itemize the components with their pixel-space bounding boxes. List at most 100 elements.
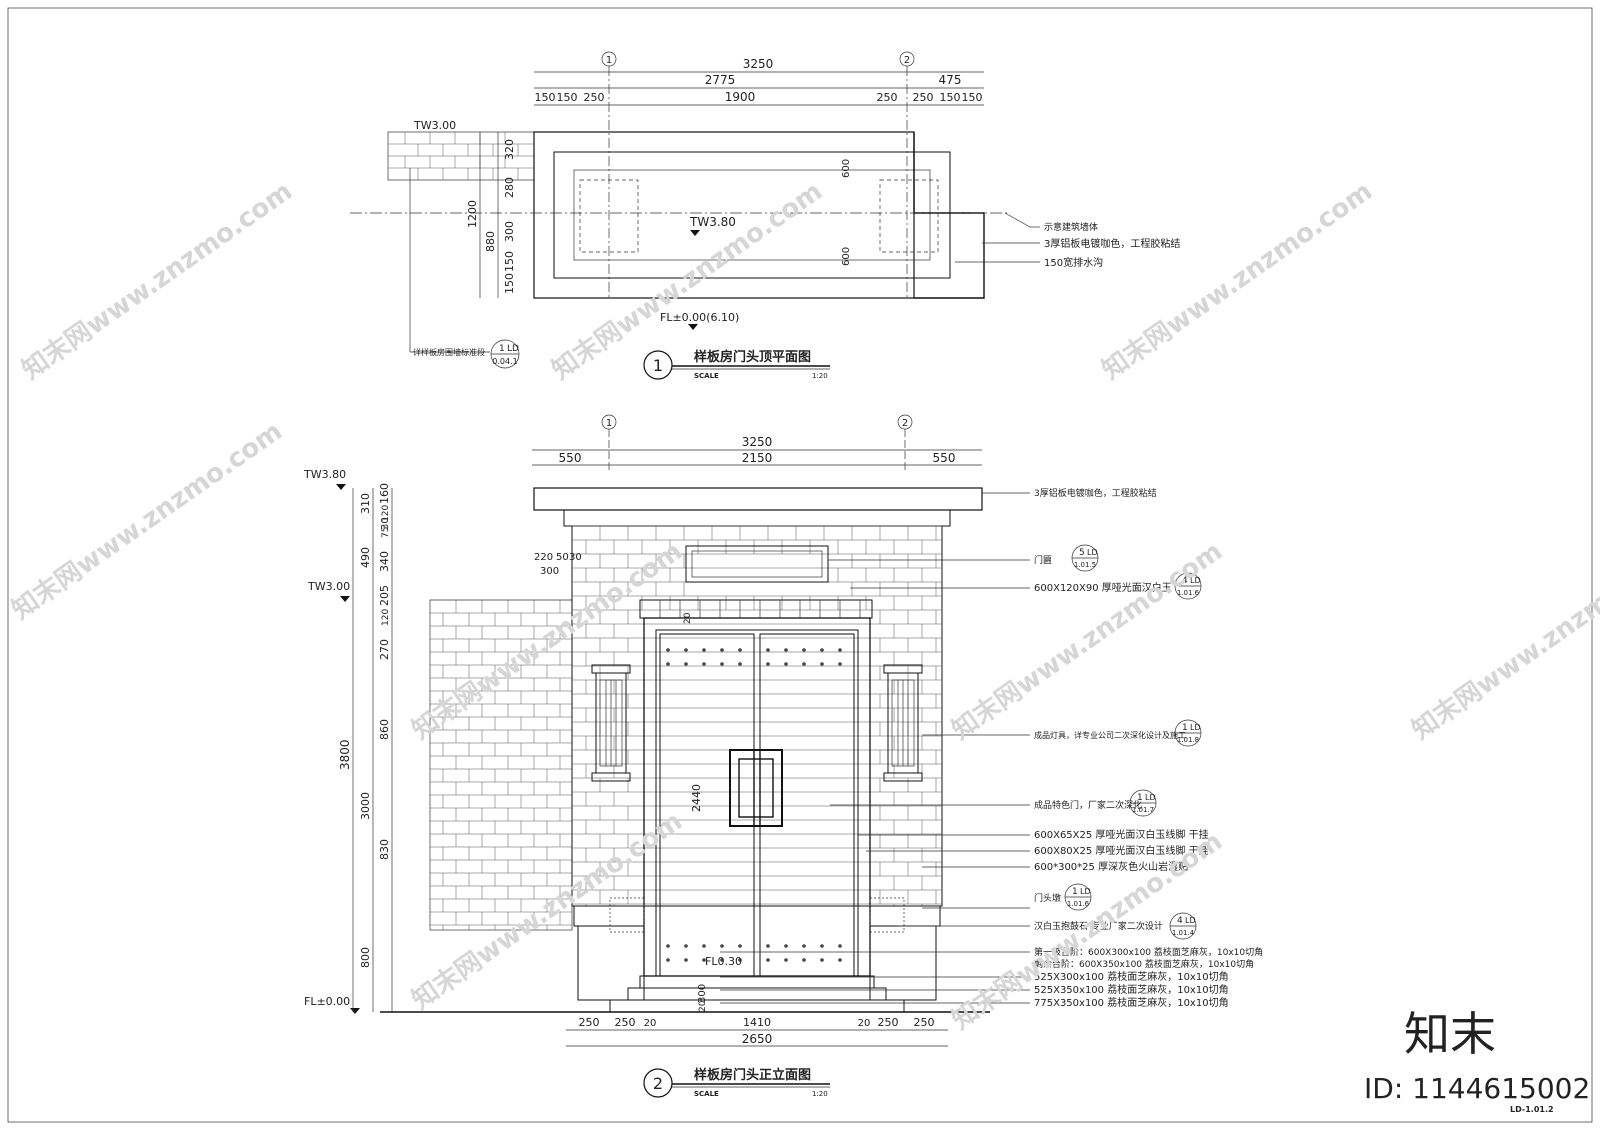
elev-small-120b: 120 — [381, 609, 391, 626]
elevation-view: 1 2 3250 550 2150 550 — [303, 414, 1263, 1098]
id-text: ID: 1144615002 — [1364, 1072, 1590, 1105]
plan-note-drain: 150宽排水沟 — [1044, 256, 1103, 269]
elev-bot-20b: 20 — [858, 1018, 871, 1029]
elev-step-3 — [609, 999, 905, 1013]
plan-title: 样板房门头顶平面图 — [694, 349, 811, 365]
plan-dim-880: 880 — [484, 231, 497, 252]
elev-left-3000: 3000 — [359, 792, 372, 820]
elev-left-830: 830 — [378, 839, 391, 860]
plan-fl: FL±0.00(6.10) — [660, 311, 739, 324]
elev-step-note-2: 剩余台阶：600X350x100 荔枝面芝麻灰，10x10切角 — [1034, 958, 1254, 970]
elev-canopy-slab — [533, 487, 983, 511]
svg-text:知末网www.znzmo.com: 知末网www.znzmo.com — [17, 176, 298, 385]
elev-dim-3800: 3800 — [338, 739, 352, 770]
elev-bot-total: 2650 — [742, 1032, 773, 1046]
elev-lamp-right — [883, 664, 923, 782]
elev-note-basalt: 600*300*25 厚深灰色火山岩湿贴 — [1034, 860, 1188, 873]
elev-lamp-left — [591, 664, 631, 782]
svg-text:1.01.6: 1.01.6 — [1177, 589, 1200, 597]
plan-dim-150a: 150 — [535, 91, 556, 104]
elev-note-alu: 3厚铝板电镀咖色，工程胶粘结 — [1034, 487, 1157, 499]
elev-left-160: 160 — [378, 483, 391, 504]
elev-step-note-5: 775X350x100 荔枝面芝麻灰，10x10切角 — [1034, 996, 1229, 1009]
elev-dim-550b: 550 — [933, 451, 956, 465]
plan-left-150a: 150 — [503, 251, 516, 272]
svg-text:LD: LD — [1080, 887, 1091, 896]
elev-bot-20a: 20 — [644, 1018, 657, 1029]
elev-left-310: 310 — [359, 493, 372, 514]
plan-inner-600b: 600 — [841, 247, 852, 266]
elev-step-note-4: 525X350x100 荔枝面芝麻灰，10x10切角 — [1034, 983, 1229, 996]
elev-small-220: 220 — [534, 552, 553, 563]
sheet-border — [7, 7, 1593, 1123]
elev-small-50: 50 — [556, 552, 569, 563]
plan-dim-1900: 1900 — [725, 90, 756, 104]
elev-left-30: 30 — [380, 517, 391, 530]
elev-bot-1410: 1410 — [743, 1016, 771, 1029]
plan-scale: 1:20 — [812, 372, 828, 380]
plan-note-wall: 示意建筑墙体 — [1044, 221, 1098, 233]
elev-door-handle[interactable] — [729, 749, 783, 827]
svg-text:LD: LD — [1190, 576, 1201, 585]
elev-small-30: 30 — [569, 552, 582, 563]
elev-grid-1: 1 — [606, 418, 612, 429]
elev-left-490: 490 — [359, 547, 372, 568]
elev-door-frame — [643, 617, 871, 977]
plan-canopy-outer — [533, 131, 915, 299]
svg-text:1: 1 — [1072, 887, 1078, 897]
plan-dim-total: 3250 — [743, 57, 774, 71]
elev-bot-250d: 250 — [914, 1016, 935, 1029]
plan-tw-wall: TW3.00 — [413, 119, 456, 132]
plan-ref-tag: LD — [507, 344, 519, 354]
plan-inner-600a: 600 — [841, 159, 852, 178]
elev-base-right — [869, 905, 941, 927]
elev-note-trim65: 600X65X25 厚哑光面汉白玉线脚 干挂 — [1034, 828, 1209, 841]
svg-text:知末网www.znzmo.com: 知末网www.znzmo.com — [1097, 176, 1378, 385]
svg-text:4: 4 — [1182, 576, 1188, 586]
plan-dim-150d: 150 — [962, 91, 983, 104]
sheet-number: LD-1.01.2 — [1510, 1105, 1554, 1114]
elev-dim-2150: 2150 — [742, 451, 773, 465]
elev-door-leaf-left[interactable] — [659, 633, 755, 977]
elev-bot-250b: 250 — [615, 1016, 636, 1029]
elev-canopy-fascia — [563, 509, 951, 527]
plan-canopy-inner — [573, 169, 931, 261]
plan-dim-1200: 1200 — [466, 200, 479, 228]
plan-scale-label: SCALE — [694, 372, 719, 380]
plan-dim-475: 475 — [939, 73, 962, 87]
elev-left-270: 270 — [378, 639, 391, 660]
svg-text:知末网www.znzmo.com: 知末网www.znzmo.com — [407, 806, 688, 1015]
plan-dim-250c: 250 — [913, 91, 934, 104]
elev-title-num: 2 — [653, 1074, 663, 1093]
plan-ref-num: 1 — [499, 344, 505, 354]
svg-text:知末网www.znzmo.com: 知末网www.znzmo.com — [1407, 536, 1600, 745]
elev-bot-250a: 250 — [579, 1016, 600, 1029]
watermark-layer: 知末网www.znzmo.com 知末网www.znzmo.com 知末网www… — [7, 176, 1600, 1035]
elev-note-lamp: 成品灯具，详专业公司二次深化设计及施工 — [1034, 730, 1186, 740]
elev-step-note-1: 第一级台阶：600X300x100 荔枝面芝麻灰，10x10切角 — [1034, 946, 1263, 958]
svg-text:知末网www.znzmo.com: 知末网www.znzmo.com — [7, 416, 288, 625]
elev-note-marble: 600X120X90 厚哑光面汉白玉 — [1034, 581, 1172, 594]
svg-text:LD: LD — [1185, 916, 1196, 925]
svg-text:LD: LD — [1190, 723, 1201, 732]
plan-dim-250b: 250 — [877, 91, 898, 104]
elev-title: 样板房门头正立面图 — [694, 1067, 811, 1083]
elev-bot-250c: 250 — [878, 1016, 899, 1029]
plan-grid-1: 1 — [606, 55, 612, 66]
plan-light-left — [579, 179, 639, 253]
svg-text:4: 4 — [1177, 916, 1183, 926]
svg-text:LD: LD — [1087, 548, 1098, 557]
elev-note-pier: 门头墩 — [1034, 892, 1061, 904]
elev-dim-550a: 550 — [559, 451, 582, 465]
svg-text:1: 1 — [1137, 793, 1143, 803]
elev-door-cornice — [639, 599, 873, 619]
svg-text:1.01.5: 1.01.5 — [1074, 561, 1096, 569]
plan-dim-2775: 2775 — [705, 73, 736, 87]
